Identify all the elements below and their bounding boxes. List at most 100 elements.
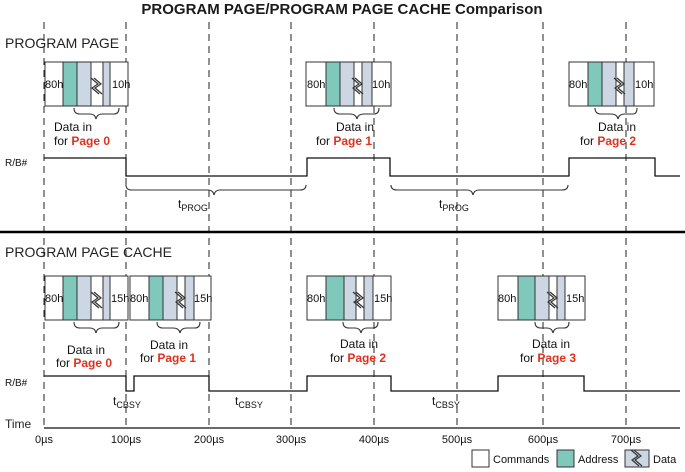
data-box [184,275,195,321]
last-command: 15h [194,293,212,305]
time-axis-label: Time [5,417,32,431]
first-command: 80h [45,293,63,305]
address-box [62,61,78,107]
cache-op-page-1: 80h 15h Data in for Page 1 [129,275,212,365]
address-box [325,275,345,321]
data-caption: Data in [150,338,188,352]
tcbsy-label: tCBSY [432,394,460,410]
tcbsy-label: tCBSY [113,394,141,410]
legend: Commands Address Data [471,449,677,468]
data-brace [534,321,570,334]
last-command: 10h [635,79,653,91]
last-command: 15h [374,293,392,305]
data-box [363,275,374,321]
legend-data: Data [653,454,677,466]
time-gridlines [43,22,627,428]
time-ticks: 0µs 100µs 200µs 300µs 400µs 500µs 600µs … [35,434,642,446]
tick-label: 500µs [442,434,473,446]
data-box [102,275,111,321]
first-command: 80h [498,293,516,305]
page-caption: for Page 1 [316,134,372,148]
command-box [371,61,392,107]
tprog-label: tPROG [439,197,469,213]
address-box [517,275,536,321]
data-box [76,61,92,107]
tcbsy-label: tCBSY [235,394,263,410]
first-command: 80h [45,79,63,91]
data-brace [156,321,201,334]
tick-label: 400µs [359,434,390,446]
tick-label: 700µs [611,434,642,446]
data-box [343,275,357,321]
command-box [633,61,655,107]
data-caption: Data in [598,120,636,134]
legend-commands: Commands [493,454,550,466]
data-brace [73,107,120,120]
data-caption: Data in [67,343,105,357]
data-brace [73,321,120,334]
busy-brace [390,184,569,196]
rb-waveform-cache [44,375,680,392]
command-box [372,275,392,321]
address-box [62,275,78,321]
data-box [102,61,111,107]
tick-label: 200µs [194,434,225,446]
commands-swatch [471,449,490,468]
address-swatch [556,449,575,468]
data-box [534,275,550,321]
legend-address: Address [578,454,619,466]
program-page-cache-title: PROGRAM PAGE CACHE [5,244,172,260]
data-box [623,61,635,107]
data-box [162,275,178,321]
tick-label: 600µs [528,434,559,446]
command-box [109,61,129,107]
tick-label: 300µs [276,434,307,446]
command-box [109,275,129,321]
address-box [325,61,341,107]
page-caption: for Page 1 [140,351,196,365]
page-caption: for Page 2 [580,134,636,148]
data-caption: Data in [532,337,570,351]
cache-op-page-3: 80h 15h Data in for Page 3 [497,275,586,365]
data-brace [594,107,638,120]
first-command: 80h [569,79,587,91]
data-box [339,61,355,107]
data-brace [333,107,380,120]
last-command: 10h [112,79,130,91]
rb-signal-label: R/B# [5,158,28,169]
last-command: 15h [566,293,584,305]
data-box [76,275,92,321]
data-box [361,61,373,107]
page-caption: for Page 0 [54,134,110,148]
tprog-label: tPROG [178,197,208,213]
page-caption: for Page 3 [520,351,576,365]
program-page-title: PROGRAM PAGE [5,35,119,51]
busy-brace [125,184,307,196]
data-brace [342,321,379,334]
address-box [587,61,603,107]
diagram-title: PROGRAM PAGE/PROGRAM PAGE CACHE Comparis… [141,1,542,18]
page-caption: for Page 0 [56,356,112,370]
program-op-page-0: 80h 10h Data in for Page 0 [44,61,130,148]
last-command: 15h [111,293,129,305]
data-caption: Data in [54,120,92,134]
first-command: 80h [130,293,148,305]
rb-signal-label-cache: R/B# [5,378,28,389]
command-box [193,275,212,321]
first-command: 80h [307,293,325,305]
cache-op-page-2: 80h 15h Data in for Page 2 [306,275,392,365]
cache-op-page-0: 80h 15h Data in for Page 0 [44,275,129,370]
rb-waveform [44,157,680,177]
program-op-page-1: 80h 10h Data in for Page 1 [305,61,392,148]
last-command: 10h [372,79,390,91]
tick-label: 100µs [111,434,142,446]
data-caption: Data in [340,337,378,351]
first-command: 80h [307,79,325,91]
program-op-page-2: 80h 10h Data in for Page 2 [568,61,655,148]
data-caption: Data in [336,120,374,134]
address-box [148,275,164,321]
command-box [564,275,586,321]
page-caption: for Page 2 [330,351,386,365]
data-box [601,61,617,107]
